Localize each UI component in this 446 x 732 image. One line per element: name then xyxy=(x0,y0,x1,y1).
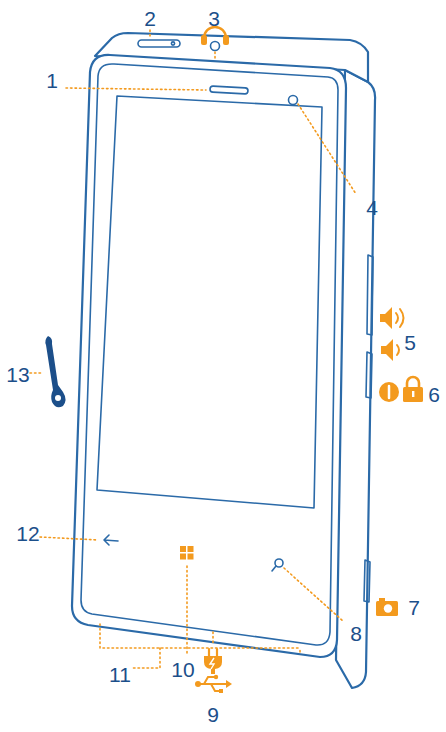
leader-line xyxy=(212,632,214,645)
usb-dot xyxy=(195,681,201,687)
phone-front xyxy=(72,55,346,657)
sim-tray xyxy=(138,40,180,47)
plug-body xyxy=(204,656,222,674)
callout-number: 1 xyxy=(46,70,58,91)
power-icon xyxy=(379,382,399,402)
callout-number: 3 xyxy=(208,8,220,29)
front-camera xyxy=(289,96,298,105)
start-key xyxy=(180,546,194,560)
plug-pin xyxy=(209,649,217,656)
leader-line xyxy=(214,52,216,58)
volume-key xyxy=(367,255,373,335)
usb-square xyxy=(219,689,223,693)
callout-number: 12 xyxy=(16,523,39,544)
usb-stem xyxy=(198,683,228,685)
callout-number: 13 xyxy=(6,364,29,385)
callout-number: 2 xyxy=(144,8,156,29)
leader-line xyxy=(149,30,151,38)
sound-wave xyxy=(396,313,398,323)
volume-up-icon xyxy=(380,307,404,329)
leader-line xyxy=(186,566,188,655)
camera-icon xyxy=(376,601,398,616)
callout-number: 6 xyxy=(428,384,440,405)
sound-wave xyxy=(397,345,399,355)
leader-line xyxy=(298,104,356,194)
camera-lens xyxy=(384,604,392,612)
back-key xyxy=(104,535,118,545)
callout-number: 11 xyxy=(109,664,131,685)
headphone-cup xyxy=(223,35,229,45)
start-key-pane xyxy=(180,546,186,552)
start-key-pane xyxy=(180,554,186,560)
speaker-icon xyxy=(380,307,392,329)
leader-line xyxy=(30,372,42,374)
callout-number: 4 xyxy=(366,197,378,218)
power-icon xyxy=(379,382,399,402)
leader-bracket xyxy=(100,624,300,668)
volume-down-icon xyxy=(381,339,399,361)
power-key xyxy=(366,352,372,398)
usb-dot xyxy=(214,675,218,679)
power-icon-bar xyxy=(388,386,391,398)
lock-keyhole xyxy=(412,391,414,397)
sim-eject-tool-hole xyxy=(55,395,61,401)
lock-icon xyxy=(403,377,423,402)
screen xyxy=(97,96,322,508)
plug-bolt xyxy=(210,658,214,669)
headphone-cup xyxy=(201,35,207,45)
callout-number: 10 xyxy=(171,659,194,680)
lock-shackle xyxy=(407,377,419,388)
lock-body xyxy=(403,387,423,402)
usb-head xyxy=(226,680,232,688)
callout-number: 5 xyxy=(404,332,416,353)
phone-bezel xyxy=(81,64,338,645)
earpiece xyxy=(210,86,248,94)
start-key-pane xyxy=(188,554,194,560)
camera-icon xyxy=(379,598,385,602)
sim-eject-tool xyxy=(45,336,65,407)
start-key-pane xyxy=(188,546,194,552)
callout-number: 9 xyxy=(207,704,219,725)
search-key xyxy=(272,566,276,571)
headphone-icon xyxy=(201,27,229,45)
usb-icon xyxy=(195,675,232,693)
headphone-band xyxy=(204,27,226,38)
camera-icon xyxy=(376,598,398,616)
sound-wave xyxy=(400,309,404,327)
headphone-jack xyxy=(211,42,220,51)
charger-icon xyxy=(204,649,222,674)
leader-line xyxy=(40,537,98,540)
leader-line xyxy=(66,88,206,90)
camera-key xyxy=(364,560,370,602)
callout-number: 7 xyxy=(408,597,420,618)
sim-eject-hole xyxy=(171,42,174,45)
callout-number: 8 xyxy=(350,623,362,644)
usb-branch xyxy=(204,677,220,691)
speaker-icon xyxy=(381,339,393,361)
leader-line xyxy=(284,568,344,622)
